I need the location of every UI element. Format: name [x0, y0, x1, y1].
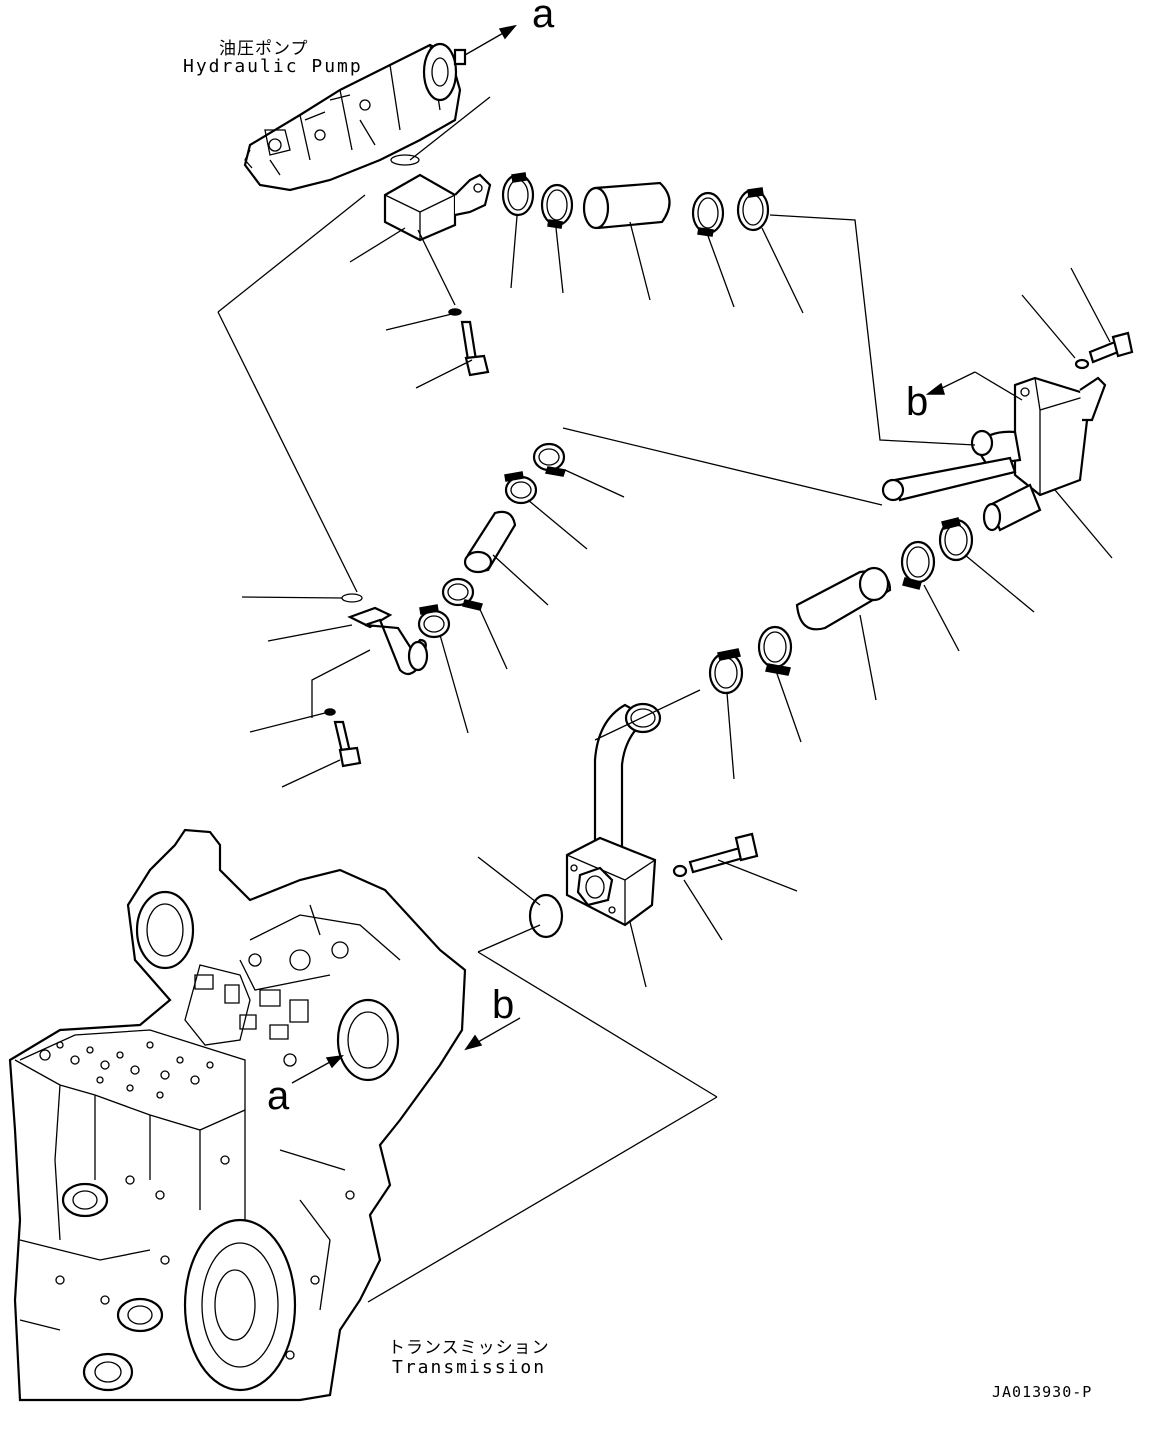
flange-block-drawing — [567, 838, 655, 925]
transmission-label-jp: トランスミッション — [388, 1338, 550, 1358]
transmission-housing-drawing — [10, 830, 465, 1400]
elbow-tube-drawing — [883, 431, 1040, 530]
transmission-label-en: Transmission — [392, 1357, 547, 1378]
drawing-code: JA013930-P — [992, 1383, 1093, 1401]
washer-drawing — [1076, 360, 1088, 368]
hose-clamp-drawing — [503, 173, 572, 228]
bolt-drawing — [335, 722, 360, 766]
elbow-tube-drawing — [595, 704, 660, 860]
hose-clamp-drawing — [902, 518, 972, 589]
hydraulic-pump-drawing — [245, 44, 465, 190]
bolt-drawing — [690, 834, 757, 872]
elbow-tube-drawing — [350, 608, 427, 674]
ref-a-top: a — [532, 0, 555, 36]
hose-clamp-drawing — [693, 188, 768, 236]
hose-drawing — [465, 512, 515, 572]
flange-block-drawing — [1015, 378, 1105, 495]
pump-label-en: Hydraulic Pump — [183, 56, 363, 77]
bolt-drawing — [462, 322, 488, 375]
washer-drawing — [674, 866, 686, 876]
leader-lines — [218, 97, 1112, 1302]
hose-drawing — [797, 568, 890, 629]
ref-b-right: b — [906, 380, 929, 424]
hose-clamp-drawing — [710, 627, 791, 693]
hose-clamp-drawing — [505, 444, 565, 503]
hose-clamp-drawing — [419, 579, 482, 637]
o-ring-drawing — [342, 594, 362, 602]
ref-a-bottom: a — [267, 1074, 290, 1118]
bolt-drawing — [1090, 333, 1132, 362]
ref-b-bottom: b — [492, 983, 515, 1027]
pump-label-jp: 油圧ポンプ — [219, 39, 309, 59]
hose-drawing — [584, 183, 670, 228]
washer-drawing — [325, 709, 335, 715]
washer-drawing — [449, 309, 461, 315]
